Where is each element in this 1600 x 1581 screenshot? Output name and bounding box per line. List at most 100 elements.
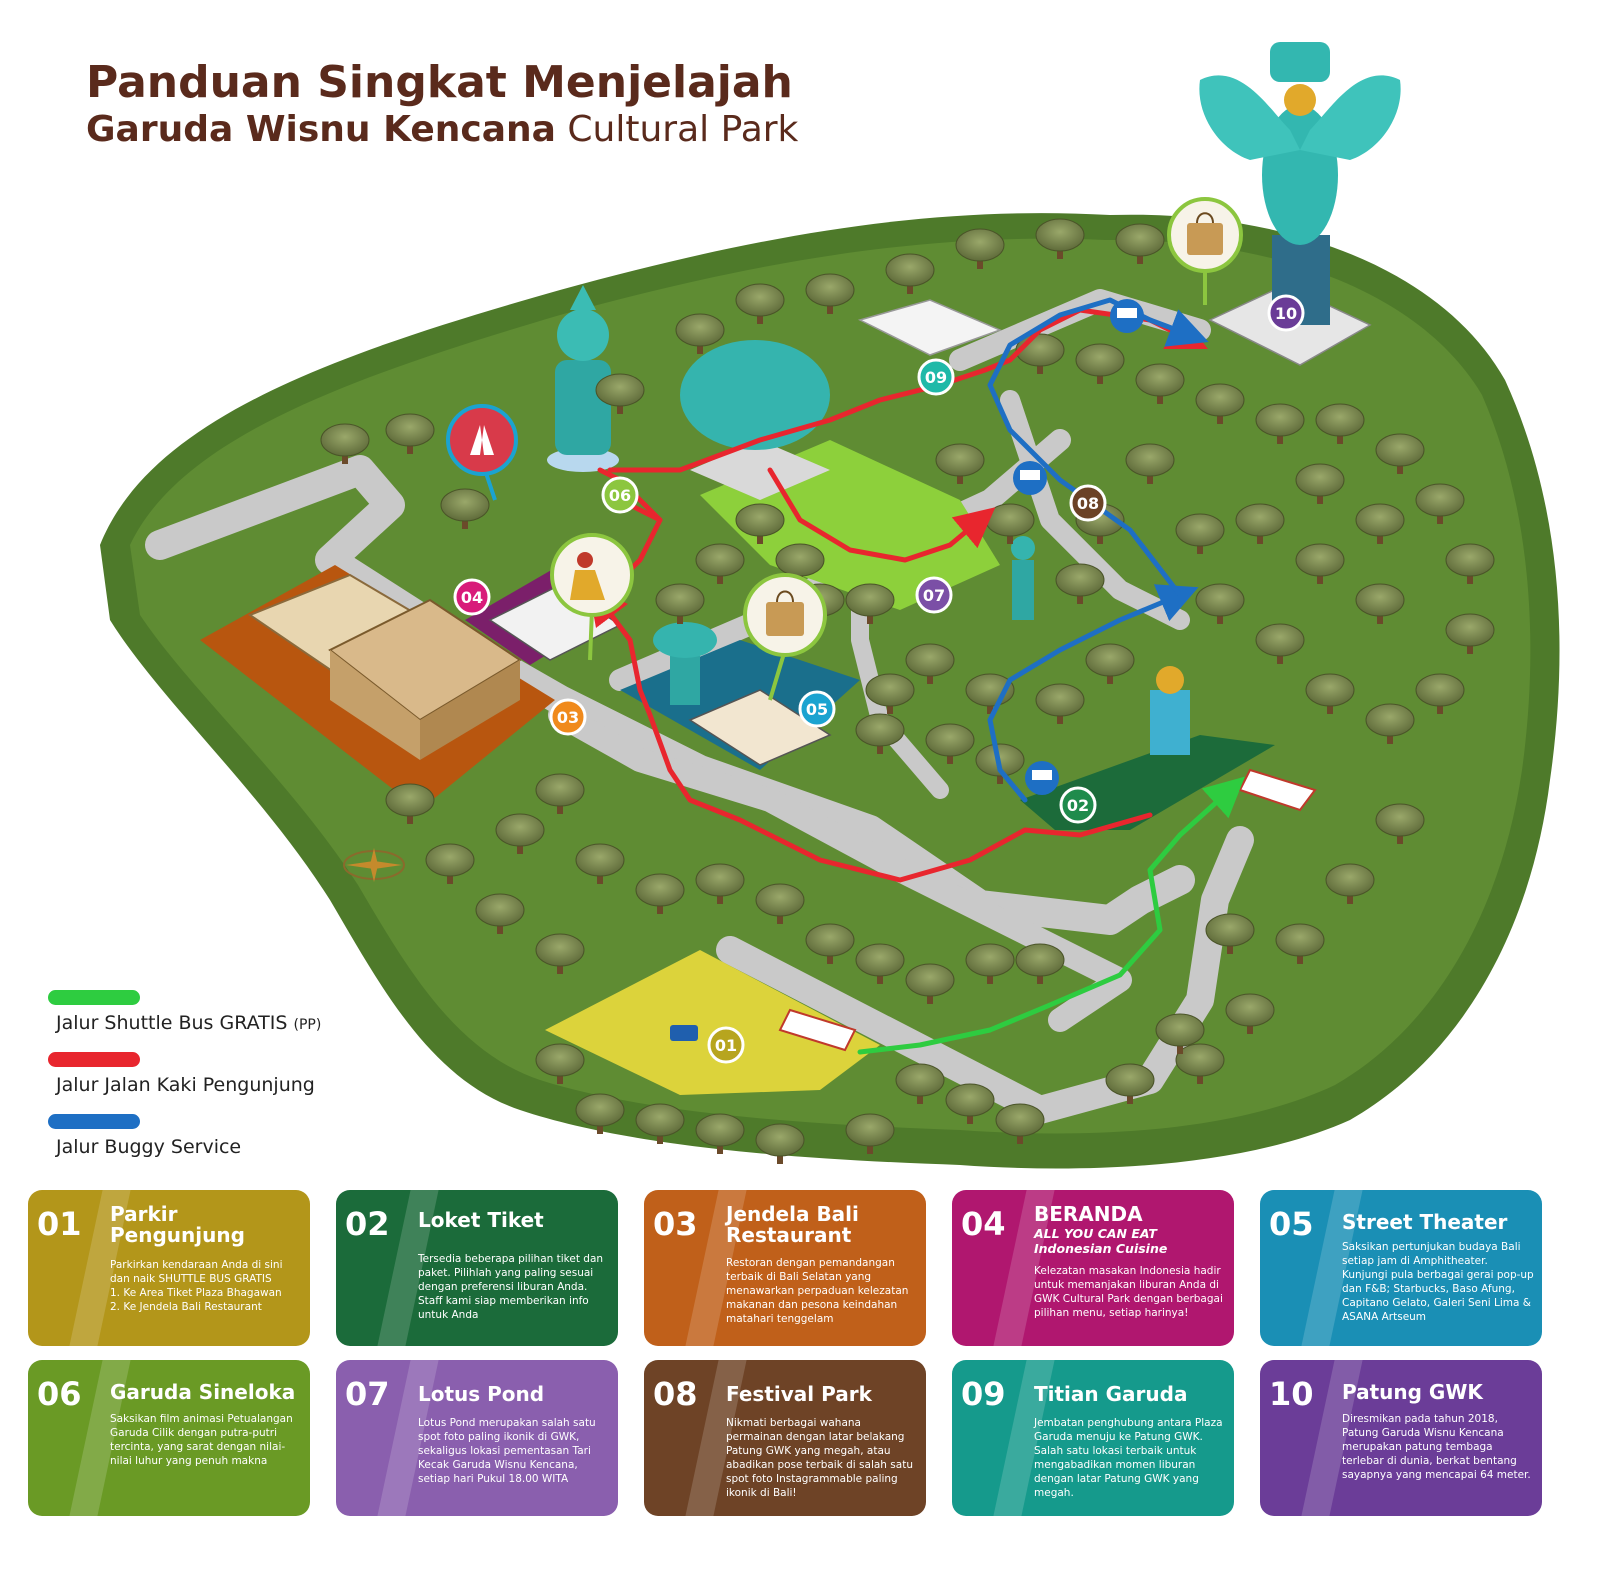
tree	[845, 583, 895, 624]
tree	[935, 443, 985, 484]
tree	[495, 813, 545, 854]
card-number: 06	[37, 1375, 82, 1413]
tree	[1375, 803, 1425, 844]
tree	[1155, 1013, 1205, 1054]
tree	[1115, 223, 1165, 264]
card-description: Diresmikan pada tahun 2018, Patung Garud…	[1342, 1413, 1531, 1481]
card-description: Tersedia beberapa pilihan tiket dan pake…	[418, 1253, 604, 1321]
tree	[385, 783, 435, 824]
title-park-name: Garuda Wisnu Kencana	[86, 109, 556, 150]
legend-shuttle: Jalur Shuttle Bus GRATIS (PP)	[48, 990, 378, 1052]
card-title: Street Theater	[1342, 1210, 1508, 1234]
tree	[805, 923, 855, 964]
tree	[535, 1043, 585, 1084]
tree	[955, 228, 1005, 269]
marker-label: 09	[925, 368, 947, 387]
legend-shuttle-suffix: (PP)	[293, 1017, 322, 1033]
tree	[635, 1103, 685, 1144]
tree	[845, 1113, 895, 1154]
card-title: Lotus Pond	[418, 1382, 545, 1406]
legend-shuttle-label: Jalur Shuttle Bus GRATIS	[56, 1012, 288, 1034]
card-number: 02	[345, 1205, 390, 1243]
tree	[1355, 503, 1405, 544]
tree	[1105, 1063, 1155, 1104]
legend-walking-swatch	[48, 1052, 140, 1067]
tree	[1415, 673, 1465, 714]
card-number: 10	[1269, 1375, 1314, 1413]
zone-01-parking	[545, 950, 880, 1095]
tree	[1135, 363, 1185, 404]
tree	[1125, 443, 1175, 484]
marker-label: 06	[609, 486, 631, 505]
tree	[735, 283, 785, 324]
tree	[535, 773, 585, 814]
tree	[805, 273, 855, 314]
tree	[1305, 673, 1355, 714]
card-number: 04	[961, 1205, 1006, 1243]
legend-buggy-swatch	[48, 1114, 140, 1129]
card-description: Nikmati berbagai wahana permainan dengan…	[726, 1417, 913, 1499]
tree	[1175, 513, 1225, 554]
marker-01: 01	[707, 1026, 745, 1064]
praying-hands-icon	[446, 404, 518, 501]
tree	[895, 1063, 945, 1104]
tree	[1295, 543, 1345, 584]
marker-07: 07	[915, 576, 953, 614]
tree	[1445, 543, 1495, 584]
tree	[1235, 503, 1285, 544]
title-park-suffix: Cultural Park	[567, 109, 799, 150]
marker-03: 03	[549, 698, 587, 736]
tree	[885, 253, 935, 294]
marker-label: 04	[461, 588, 483, 607]
tree	[320, 423, 370, 464]
marker-label: 01	[715, 1036, 737, 1055]
title-line-1: Panduan Singkat Menjelajah	[86, 57, 793, 108]
tree	[1445, 613, 1495, 654]
card-title: Loket Tiket	[418, 1208, 544, 1232]
tree	[1325, 863, 1375, 904]
card-title: Garuda Sineloka	[110, 1380, 296, 1404]
marker-label: 02	[1067, 796, 1089, 815]
legend-buggy-label: Jalur Buggy Service	[56, 1136, 242, 1158]
tree	[635, 873, 685, 914]
wisnu-statue	[547, 285, 619, 472]
tree	[1055, 563, 1105, 604]
legend-walking: Jalur Jalan Kaki Pengunjung	[48, 1052, 378, 1114]
tree	[1255, 403, 1305, 444]
marker-02: 02	[1059, 786, 1097, 824]
card-number: 09	[961, 1375, 1006, 1413]
tree	[1205, 913, 1255, 954]
shopping-bag-icon	[1167, 197, 1243, 305]
card-number: 01	[37, 1205, 82, 1243]
tree	[595, 373, 645, 414]
tree	[425, 843, 475, 884]
card-description: Lotus Pond merupakan salah satu spot fot…	[418, 1417, 596, 1485]
tree	[1015, 943, 1065, 984]
tree	[945, 1083, 995, 1124]
card-description: Saksikan pertunjukan budaya Bali setiap …	[1342, 1241, 1534, 1323]
tree	[925, 723, 975, 764]
tree	[575, 1093, 625, 1134]
tree	[1075, 343, 1125, 384]
marker-label: 10	[1275, 304, 1297, 323]
card-description: Parkirkan kendaraan Anda di sini dan nai…	[110, 1259, 283, 1313]
small-garuda-statue	[653, 622, 717, 705]
tree	[385, 413, 435, 454]
tree	[535, 933, 585, 974]
marker-label: 03	[557, 708, 579, 727]
tree	[1035, 683, 1085, 724]
tree	[655, 583, 705, 624]
card-number: 05	[1269, 1205, 1314, 1243]
tree	[1415, 483, 1465, 524]
card-title: Parkir Pengunjung	[110, 1202, 245, 1247]
card-description: Restoran dengan pemandangan terbaik di B…	[726, 1257, 909, 1325]
card-number: 07	[345, 1375, 390, 1413]
tree	[1035, 218, 1085, 259]
